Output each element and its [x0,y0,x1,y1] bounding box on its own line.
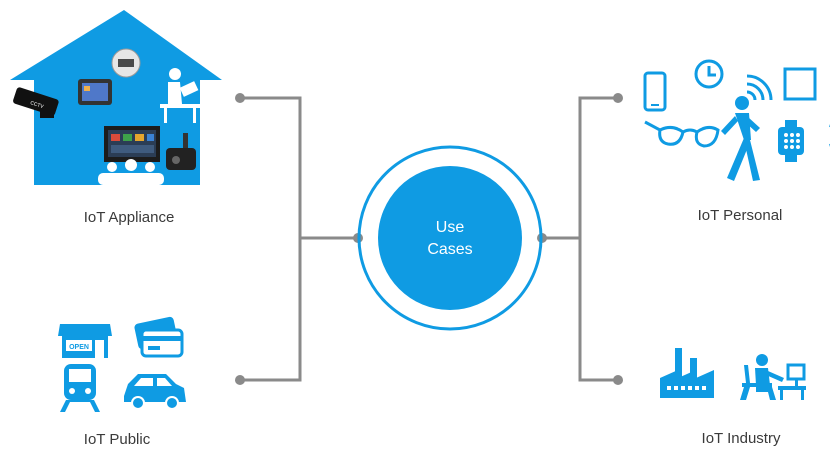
car-icon [124,374,186,410]
connector-lines [240,96,618,382]
connector-personal [542,96,618,240]
shop-open-sign: OPEN [69,344,89,351]
credit-card-icon [134,316,184,358]
dot-appliance [235,93,245,103]
label-iot-industry: IoT Industry [702,430,781,447]
label-iot-appliance: IoT Appliance [84,209,175,226]
connector-industry [578,238,618,382]
dot-public [235,375,245,385]
hub-outer-ring [357,145,543,331]
cctv-tag: CCTV [29,100,44,110]
speaker-icon [166,133,196,170]
square-icon [783,67,817,101]
hub-label-line2: Cases [427,241,472,258]
tablet-icon [78,79,112,105]
smartwatch-icon [778,120,804,162]
cctv-camera-icon: CCTV [13,87,59,118]
factory-icon [660,348,714,398]
label-iot-personal: IoT Personal [698,207,783,224]
hub-label-line1: Use [436,219,465,236]
tv-icon [104,126,160,162]
use-cases-hub: Use Cases [357,145,543,331]
reading-person-icon [160,68,200,123]
industry-group [660,348,806,400]
hub-disc [378,166,522,310]
train-icon [60,364,100,412]
smart-meter-icon [111,48,141,78]
label-iot-public: IoT Public [84,431,151,448]
dot-industry [613,375,623,385]
office-worker-icon [740,354,806,400]
house-icon [10,10,222,185]
personal-group [643,59,830,181]
appliance-group: CCTV [10,10,222,185]
clock-icon [694,59,724,89]
smartphone-icon [643,71,667,112]
shop-icon: OPEN [58,324,112,358]
audience-icon [98,159,164,185]
connector-appliance [240,96,358,240]
connector-public [240,238,302,382]
walking-person-icon [721,96,760,181]
wifi-signal-icon [746,74,773,101]
glasses-icon [644,120,720,148]
public-group: OPEN [58,316,186,412]
dot-personal [613,93,623,103]
